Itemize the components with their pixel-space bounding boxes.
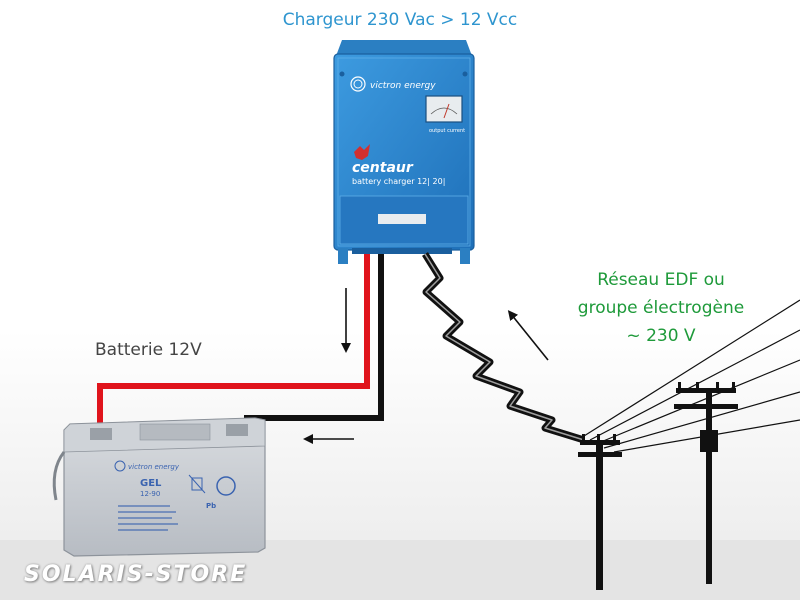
battery: victron energy GEL 12-90 Pb: [52, 417, 266, 557]
charger-frame: [337, 57, 471, 247]
arrow-up-icon: [507, 310, 549, 361]
ammeter-icon: [425, 95, 463, 123]
charger: victron energy output current centaur ba…: [333, 40, 475, 264]
charger-brand: victron energy: [370, 81, 436, 91]
grid-label: Réseau EDF ou groupe électrogène ~ 230 V: [552, 266, 770, 350]
watermark: SOLARIS-STORE: [24, 562, 248, 587]
utility-pole-front: [578, 434, 622, 590]
battery-type: GEL: [140, 478, 162, 489]
crossed-bin-icon: [188, 474, 206, 494]
ac-cable-highlight: [424, 253, 585, 441]
battery-pb: Pb: [206, 502, 216, 510]
centaur-emblem-icon: [354, 144, 370, 160]
charger-screw: [462, 71, 468, 77]
charger-subtitle: battery charger 12| 20|: [352, 177, 445, 186]
charger-terminal-strip: [352, 248, 452, 254]
charger-foot: [460, 248, 470, 264]
charger-top: [336, 40, 472, 56]
charger-plate: [378, 214, 426, 224]
grid-label-line-3: ~ 230 V: [626, 326, 696, 346]
diagram-title: Chargeur 230 Vac > 12 Vcc: [282, 10, 518, 30]
charger-foot: [338, 248, 348, 264]
ammeter-needle: [443, 103, 450, 119]
grid-label-line-2: groupe électrogène: [577, 298, 745, 318]
recycle-icon: [216, 476, 236, 496]
charger-screw: [339, 71, 345, 77]
battery-terminal-positive: [90, 428, 112, 440]
victron-logo-icon: [350, 76, 366, 92]
grid-label-line-1: Réseau EDF ou: [597, 270, 725, 290]
battery-terminal-negative: [226, 424, 248, 436]
battery-brand: victron energy: [128, 463, 180, 471]
battery-fine-print: [118, 505, 178, 531]
positive-cable: [97, 254, 370, 432]
utility-pole-back: [674, 382, 738, 584]
battery-vent-panel: [139, 423, 211, 441]
battery-victron-logo-icon: [114, 460, 126, 472]
ammeter-scale: [430, 107, 458, 115]
meter-label: output current: [429, 128, 465, 134]
charger-model: centaur: [352, 160, 414, 176]
battery-label: Batterie 12V: [95, 340, 202, 360]
battery-handle: [52, 451, 66, 501]
battery-capacity: 12-90: [140, 490, 160, 498]
negative-cable: [244, 254, 384, 421]
